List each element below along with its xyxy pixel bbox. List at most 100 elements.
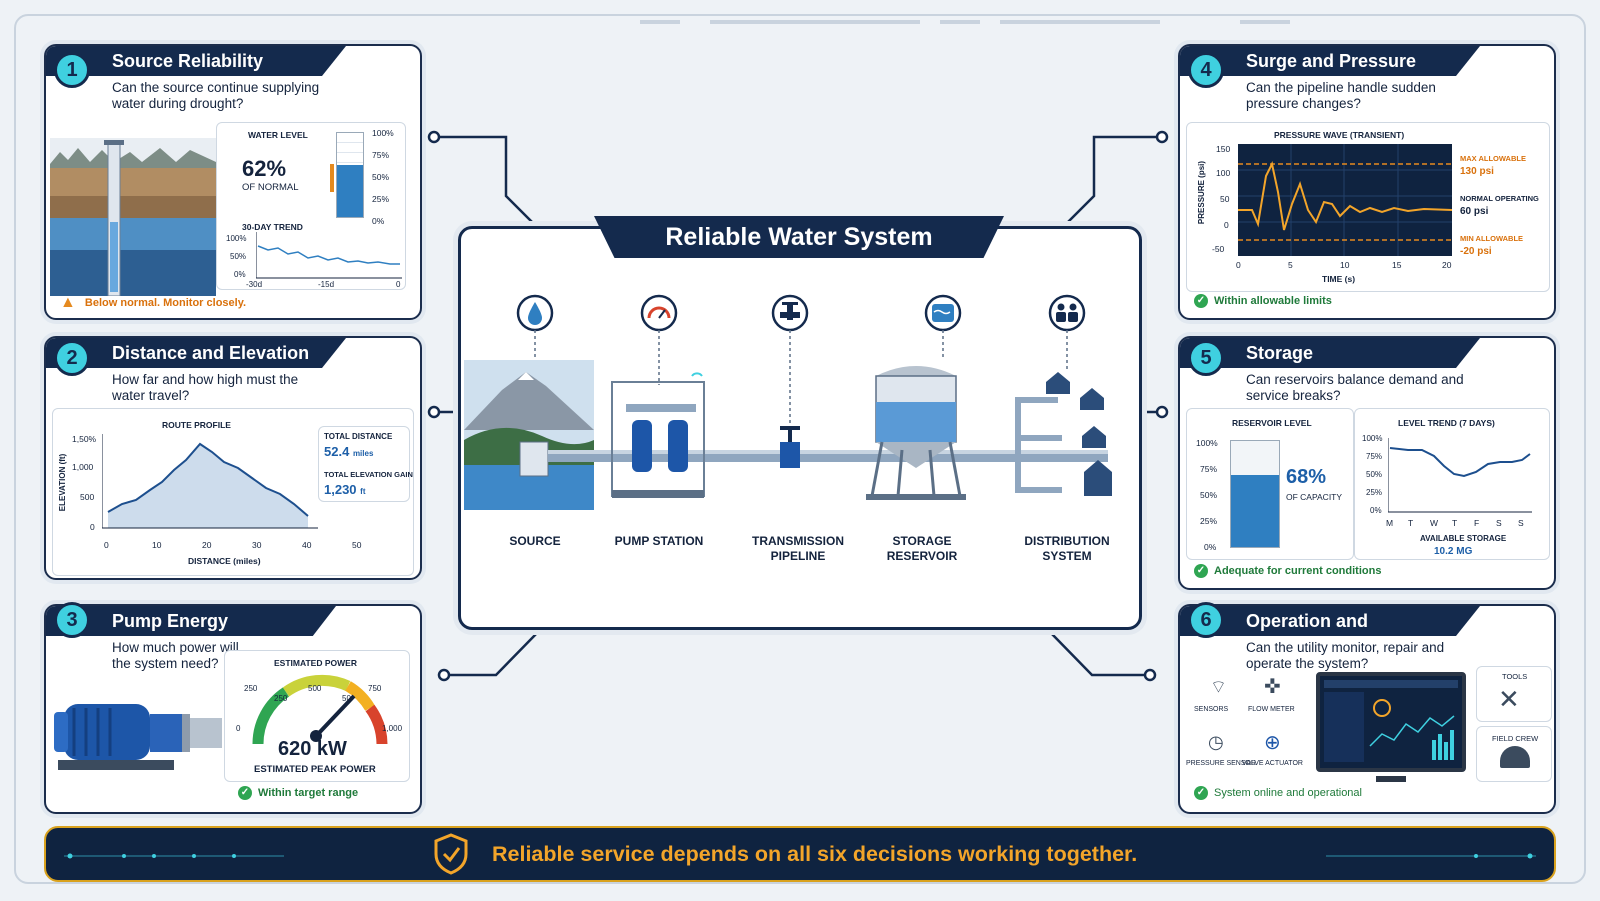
stage-label-distribution-system: DISTRIBUTION SYSTEM xyxy=(1024,534,1110,563)
hardhat-icon xyxy=(1500,746,1530,768)
gauge-tick: 250 xyxy=(274,694,288,703)
elevation-gain-value: 1,230 ft xyxy=(324,482,366,497)
footer-banner xyxy=(44,826,1556,882)
water-level-value: 62% xyxy=(242,156,287,181)
panel-operation-maintenance: Operation and Maintenance Can the utilit… xyxy=(1178,604,1556,814)
trend-y-tick: 0% xyxy=(1370,506,1382,515)
panel-number: 1 xyxy=(54,52,90,88)
tools-label: TOOLS xyxy=(1502,672,1528,681)
panel-title: Surge and Pressure xyxy=(1180,46,1480,76)
trend-line xyxy=(257,245,400,265)
status-message: ✓Adequate for current conditions xyxy=(1194,564,1381,578)
water-level-fill xyxy=(337,164,363,217)
trend-y-tick: 25% xyxy=(1366,488,1383,497)
x-tick: 50 xyxy=(352,540,362,550)
y-tick: 100 xyxy=(1216,168,1231,178)
panel-question: How far and how high must the water trav… xyxy=(112,372,299,403)
x-tick: 15 xyxy=(1392,260,1402,270)
water-level-marker xyxy=(330,164,334,192)
level-tick: 75% xyxy=(1200,464,1218,474)
outer-frame xyxy=(14,14,1586,884)
wrench-icon: ✕ xyxy=(1498,684,1520,714)
reservoir-icon xyxy=(932,304,954,322)
min-allowable-value: -20 psi xyxy=(1460,246,1492,257)
y-tick: -50 xyxy=(1212,244,1225,254)
trend-x-tick: -30d xyxy=(246,280,263,289)
check-icon: ✓ xyxy=(1194,786,1208,800)
distance-number: 52.4 xyxy=(324,444,350,459)
level-trend-card xyxy=(1354,408,1550,560)
max-allowable-value: 130 psi xyxy=(1460,166,1494,177)
trend-y-tick: 100% xyxy=(226,234,247,243)
status-message: ✓Within allowable limits xyxy=(1194,294,1332,308)
power-sub: ESTIMATED PEAK POWER xyxy=(254,764,376,775)
max-allowable-label: MAX ALLOWABLE xyxy=(1460,154,1526,163)
status-message: ✓Within target range xyxy=(238,786,358,800)
trend-y-tick: 50% xyxy=(1366,470,1383,479)
elevation-line xyxy=(107,442,309,517)
stage-label-transmission-pipeline: TRANSMISSION PIPELINE xyxy=(751,534,844,563)
control-monitor xyxy=(1316,672,1466,772)
level-trend-line xyxy=(1389,447,1531,478)
aquifer-illustration xyxy=(50,138,216,296)
panel-title: Distance and Elevation xyxy=(46,338,346,368)
chart-title: ROUTE PROFILE xyxy=(162,420,231,430)
panel-question: Can the pipeline handle sudden pressure … xyxy=(1246,80,1436,111)
gauge-tick: 50 xyxy=(342,694,351,703)
reservoir-sub: OF CAPACITY xyxy=(1286,492,1343,502)
min-allowable-label: MIN ALLOWABLE xyxy=(1460,234,1524,243)
level-tick: 0% xyxy=(1204,542,1217,552)
route-stats-box xyxy=(318,426,410,502)
x-axis-label: DISTANCE (miles) xyxy=(188,556,261,566)
trend-y-tick: 0% xyxy=(234,270,246,279)
status-text: Adequate for current conditions xyxy=(1214,564,1382,577)
elevation-area xyxy=(108,444,308,528)
water-drop-icon xyxy=(528,302,542,325)
x-tick: 10 xyxy=(152,540,162,550)
elevation-gain-label: TOTAL ELEVATION GAIN xyxy=(324,470,413,479)
valve-icon xyxy=(780,302,800,320)
y-tick: 0 xyxy=(1224,220,1229,230)
y-tick: 1,50% xyxy=(72,434,97,444)
reservoir-value: 68% xyxy=(1286,466,1327,488)
panel-pump-energy: Pump Energy How much power will the syst… xyxy=(44,604,422,814)
status-text: Within target range xyxy=(258,786,359,799)
available-storage-label: AVAILABLE STORAGE xyxy=(1420,534,1507,543)
panel-number: 6 xyxy=(1188,602,1224,638)
panel-title: Storage xyxy=(1180,338,1480,368)
gauge-tick: 25% xyxy=(372,194,390,204)
x-tick: 10 xyxy=(1340,260,1350,270)
gauge-icon xyxy=(647,306,671,319)
check-icon: ✓ xyxy=(1194,294,1208,308)
x-axis-label: TIME (s) xyxy=(1322,274,1356,284)
y-axis-label: ELEVATION (ft) xyxy=(58,453,68,512)
pressure-wave-line xyxy=(1238,161,1452,231)
distance-unit: miles xyxy=(352,449,374,458)
valve-actuator-icon: ⊕ xyxy=(1264,732,1281,754)
pipeline-valve xyxy=(780,426,800,468)
gauge-tick: 0 xyxy=(236,724,241,733)
status-message: ✓System online and operational xyxy=(1194,786,1362,800)
day-tick: S xyxy=(1518,518,1524,528)
gauge-tick: 500 xyxy=(308,684,322,693)
storage-tank xyxy=(866,366,966,500)
thirty-day-trend-chart xyxy=(256,232,402,279)
reservoir-tank xyxy=(1230,440,1280,548)
panel-surge-pressure: Surge and Pressure Can the pipeline hand… xyxy=(1178,44,1556,320)
route-profile-chart xyxy=(102,434,318,529)
pressure-wave-chart xyxy=(1238,144,1452,256)
status-message: ▲ Below normal. Monitor closely. xyxy=(60,294,246,312)
x-tick: 0 xyxy=(1236,260,1241,270)
y-tick: 500 xyxy=(80,492,95,502)
panel-title: Pump Energy xyxy=(46,606,336,636)
device-label: VALVE ACTUATOR xyxy=(1242,760,1303,767)
panel-storage: Storage Can reservoirs balance demand an… xyxy=(1178,336,1556,590)
gauge-tick: 50% xyxy=(372,172,390,182)
pressure-gauge-icon: ◷ xyxy=(1208,732,1224,752)
tools-card xyxy=(1476,666,1552,722)
stage-label-source: SOURCE xyxy=(509,534,561,548)
x-tick: 20 xyxy=(1442,260,1452,270)
day-tick: S xyxy=(1496,518,1502,528)
level-tick: 25% xyxy=(1200,516,1218,526)
